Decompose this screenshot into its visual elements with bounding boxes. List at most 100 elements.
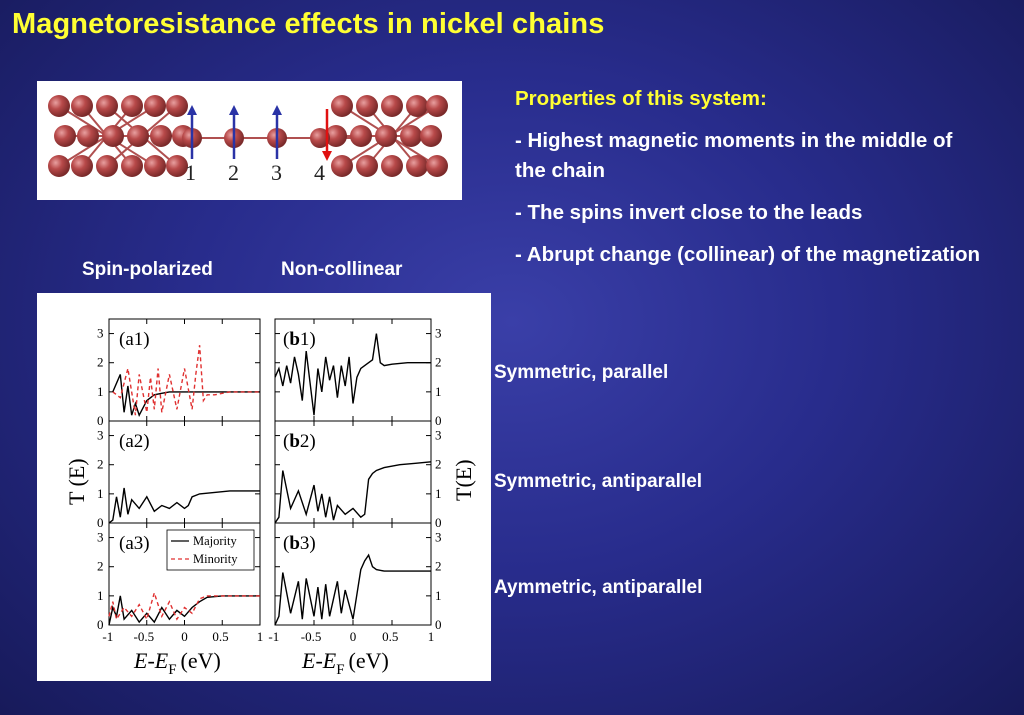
curve-b1-majority — [274, 333, 431, 416]
x-axis-label-right: E-EF(eV) — [301, 648, 389, 678]
nickel-atom — [350, 125, 372, 147]
spin-down-arrow-4 — [322, 109, 332, 161]
x-tick-label: 0 — [181, 629, 188, 644]
x-tick-label: 0.5 — [382, 629, 398, 644]
y-tick-label: 1 — [435, 486, 442, 501]
case-label-asymmetric-antiparallel: Aymmetric, antiparallel — [494, 577, 703, 598]
nickel-atom — [381, 95, 403, 117]
case-label-symmetric-antiparallel: Symmetric, antiparallel — [494, 471, 703, 492]
panel-label-a2: (a2) — [119, 431, 150, 452]
nickel-atom — [144, 155, 166, 177]
panel-label-a1: (a1) — [119, 329, 150, 350]
chain-atom — [310, 128, 330, 148]
legend-majority-label: Majority — [193, 534, 237, 548]
nickel-chain-figure: 1 2 3 4 — [37, 81, 462, 200]
nickel-atom — [96, 95, 118, 117]
nickel-atom — [356, 95, 378, 117]
nickel-chain-drawing: 1 2 3 4 — [48, 95, 448, 185]
y-tick-label: 2 — [435, 457, 442, 472]
nickel-atom — [400, 125, 422, 147]
nickel-atom — [127, 125, 149, 147]
x-tick-label: 0 — [350, 629, 357, 644]
nickel-atoms — [48, 95, 448, 177]
curve-a1-minority — [112, 345, 260, 416]
legend-minority-label: Minority — [193, 552, 238, 566]
nickel-atom — [406, 95, 428, 117]
y-tick-label: 1 — [97, 588, 104, 603]
y-tick-label: 2 — [97, 355, 104, 370]
x-tick-label: 1 — [428, 629, 435, 644]
column-label-non-collinear: Non-collinear — [281, 259, 403, 280]
x-tick-label: -1 — [268, 629, 279, 644]
y-tick-label: 0 — [97, 413, 104, 428]
nickel-atom — [325, 125, 347, 147]
property-item: - Abrupt change (collinear) of the magne… — [515, 243, 981, 266]
curve-b3-majority — [274, 553, 431, 626]
y-tick-label: 2 — [435, 559, 442, 574]
y-tick-label: 2 — [97, 457, 104, 472]
nickel-atom — [48, 95, 70, 117]
property-item: - Highest magnetic moments in the middle… — [515, 129, 953, 182]
y-tick-label: 3 — [97, 428, 104, 443]
x-tick-label: -1 — [102, 629, 113, 644]
y-tick-label: 3 — [435, 530, 442, 545]
nickel-atom — [381, 155, 403, 177]
properties-heading: Properties of this system: — [515, 87, 767, 110]
site-label-1: 1 — [185, 160, 196, 185]
y-tick-label: 1 — [435, 384, 442, 399]
x-axis-label-left: E-EF(eV) — [133, 648, 221, 678]
spin-up-arrow-1 — [187, 105, 197, 159]
case-label-symmetric-parallel: Symmetric, parallel — [494, 362, 669, 383]
y-tick-label: 1 — [97, 486, 104, 501]
transmission-plot: (a1) (a2) (a3) (b1) (b2) (b3) Majority M… — [64, 318, 476, 678]
properties-list: Properties of this system: - Highest mag… — [515, 84, 985, 282]
nickel-atom — [144, 95, 166, 117]
y-tick-label: 3 — [97, 326, 104, 341]
nickel-atom — [166, 95, 188, 117]
spin-arrows — [187, 105, 332, 161]
nickel-atom — [121, 155, 143, 177]
slide-title: Magnetoresistance effects in nickel chai… — [12, 8, 605, 40]
nickel-atom — [331, 95, 353, 117]
panel-label-a3: (a3) — [119, 533, 150, 554]
y-tick-label: 3 — [435, 326, 442, 341]
panel-label-b2: (b2) — [283, 431, 316, 452]
nickel-atom — [356, 155, 378, 177]
curve-a1-majority — [112, 374, 260, 418]
site-label-4: 4 — [314, 160, 325, 185]
y-tick-label: 0 — [97, 515, 104, 530]
y-tick-label: 1 — [97, 384, 104, 399]
y-tick-label: 0 — [435, 617, 442, 632]
property-item: - The spins invert close to the leads — [515, 201, 863, 224]
y-tick-label: 2 — [97, 559, 104, 574]
column-label-spin-polarized: Spin-polarized — [82, 259, 213, 280]
y-tick-label: 0 — [435, 413, 442, 428]
y-tick-label: 0 — [435, 515, 442, 530]
curve-b2-majority — [274, 461, 432, 524]
curve-a3-minority — [108, 590, 260, 622]
y-tick-label: 3 — [435, 428, 442, 443]
legend: Majority Minority — [166, 529, 255, 571]
nickel-atom — [54, 125, 76, 147]
curve-a3-majority — [108, 595, 260, 626]
nickel-atom — [71, 95, 93, 117]
x-tick-label: -0.5 — [301, 629, 322, 644]
nickel-atom — [96, 155, 118, 177]
nickel-atom — [121, 95, 143, 117]
nickel-atom — [331, 155, 353, 177]
panel-label-b1: (b1) — [283, 329, 316, 350]
nickel-atom — [426, 95, 448, 117]
nickel-atom — [48, 155, 70, 177]
y-axis-label-right: T(E) — [451, 459, 476, 501]
nickel-atom — [406, 155, 428, 177]
nickel-atom — [426, 155, 448, 177]
nickel-atom — [375, 125, 397, 147]
nickel-atom — [77, 125, 99, 147]
nickel-atom — [166, 155, 188, 177]
y-tick-label: 2 — [435, 355, 442, 370]
x-tick-label: 0.5 — [212, 629, 228, 644]
spin-up-arrow-3 — [272, 105, 282, 159]
x-tick-label: -0.5 — [134, 629, 155, 644]
nickel-atom — [102, 125, 124, 147]
site-label-3: 3 — [271, 160, 282, 185]
